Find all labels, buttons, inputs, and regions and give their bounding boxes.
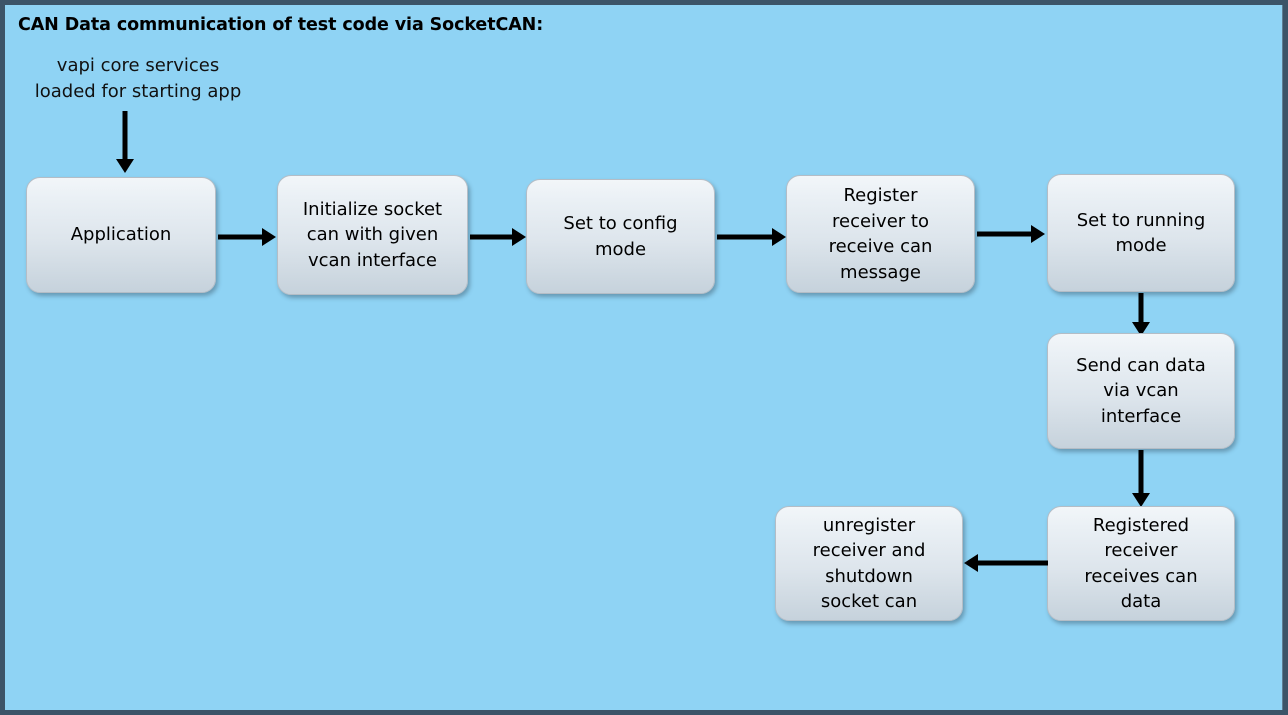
node-application[interactable]: Application: [26, 177, 216, 293]
arrow-config-to-register: [717, 227, 786, 247]
node-receiver-receives[interactable]: Registered receiver receives can data: [1047, 506, 1235, 621]
node-set-config-mode[interactable]: Set to config mode: [526, 179, 715, 294]
node-send-can-data[interactable]: Send can data via vcan interface: [1047, 333, 1235, 449]
arrow-receives-to-unregister: [964, 553, 1048, 573]
arrow-application-to-initialize: [218, 227, 276, 247]
arrow-initialize-to-config: [470, 227, 526, 247]
page-title: CAN Data communication of test code via …: [18, 15, 544, 35]
node-set-running-mode[interactable]: Set to running mode: [1047, 174, 1235, 292]
caption-line-2: loaded for starting app: [34, 81, 242, 102]
arrow-running-to-send: [1123, 293, 1159, 336]
node-unregister[interactable]: unregister receiver and shutdown socket …: [775, 506, 963, 621]
caption-line-1: vapi core services: [56, 55, 220, 76]
arrow-register-to-running: [977, 224, 1045, 244]
node-register-receiver[interactable]: Register receiver to receive can message: [786, 175, 975, 293]
diagram-canvas: CAN Data communication of test code via …: [5, 5, 1283, 710]
node-initialize-socket[interactable]: Initialize socket can with given vcan in…: [277, 175, 468, 295]
arrow-send-to-receives: [1123, 450, 1159, 507]
arrow-caption-to-application: [107, 111, 143, 173]
caption-vapi-core-services: vapi core services loaded for starting a…: [13, 53, 263, 105]
